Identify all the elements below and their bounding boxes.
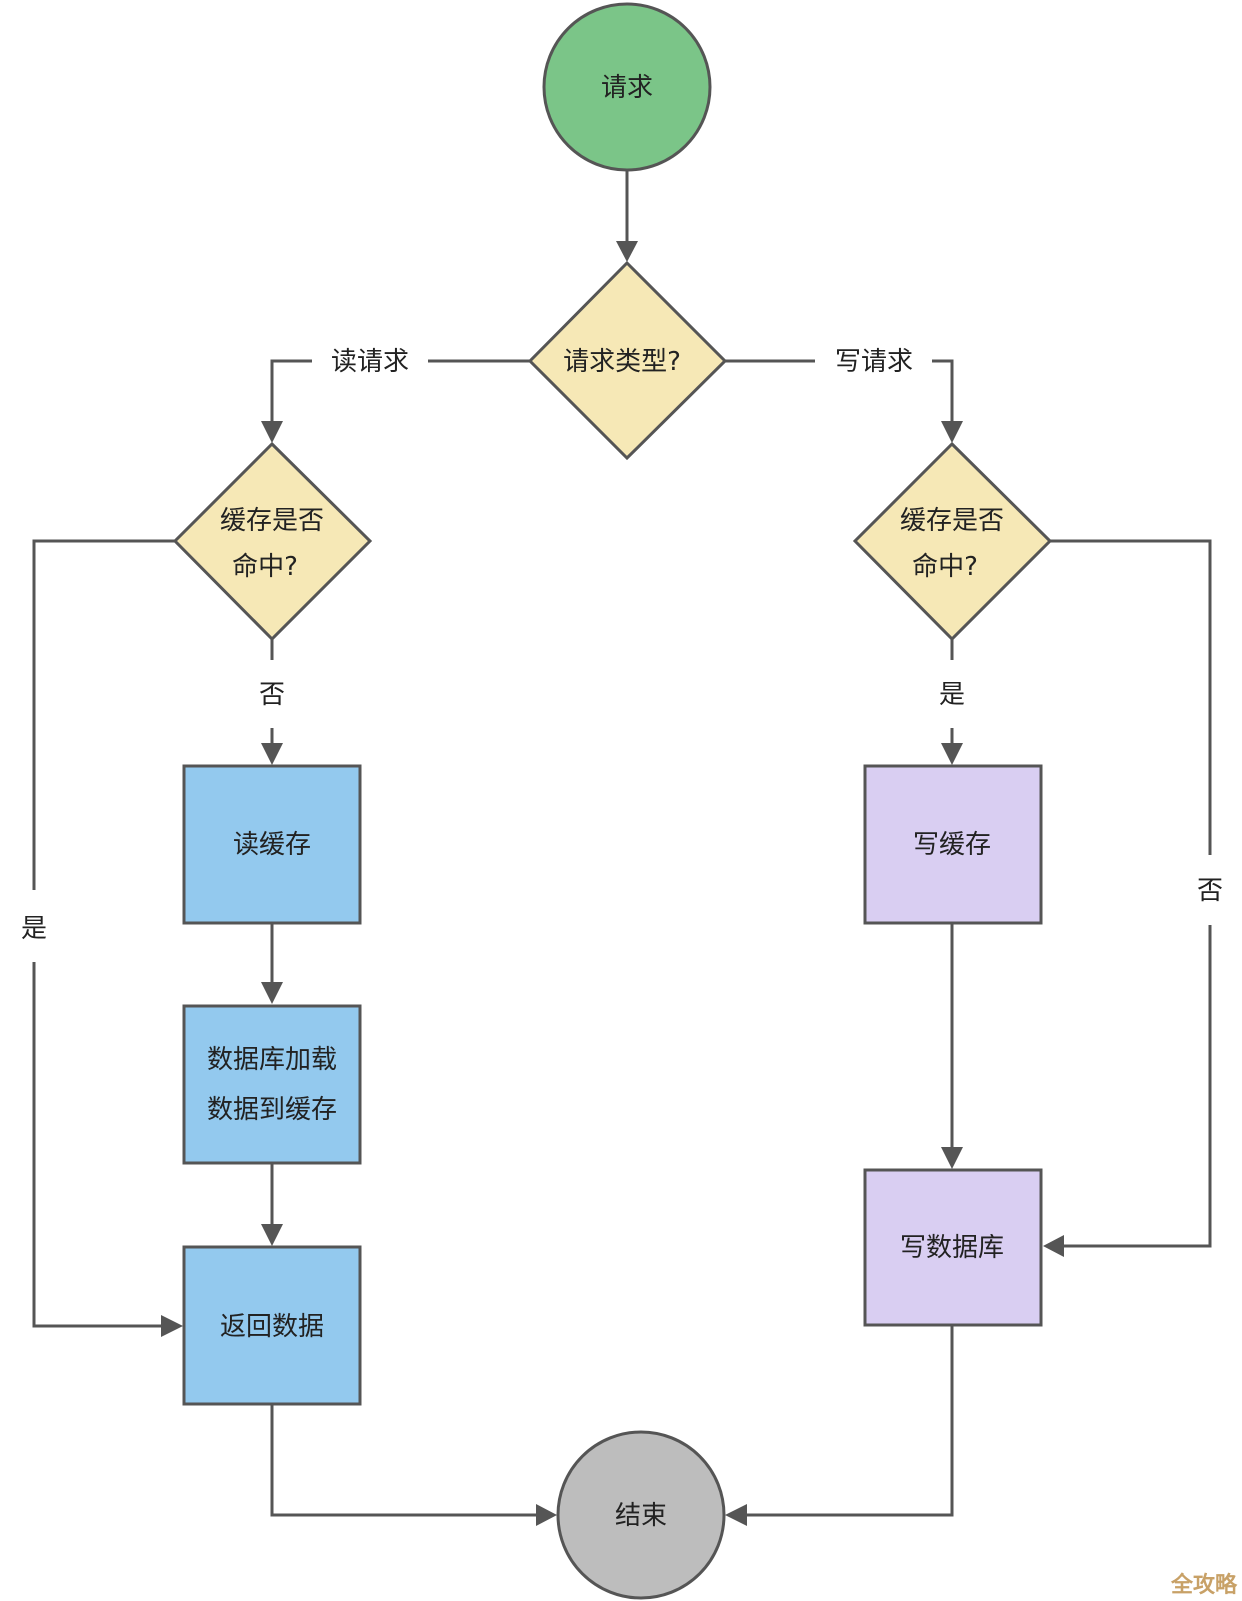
read-hit-label-line1: 缓存是否 bbox=[220, 506, 324, 536]
connectors bbox=[32, 168, 1212, 1526]
edge-read-yes-2 bbox=[32, 962, 166, 1328]
write-hit-diamond bbox=[852, 441, 1053, 642]
arrowhead bbox=[941, 743, 963, 765]
write-db-label: 写数据库 bbox=[900, 1233, 1004, 1263]
edge-writedb-to-end bbox=[745, 1324, 954, 1517]
edge-labels: 读请求 写请求 否 是 是 否 bbox=[21, 347, 1223, 944]
arrowhead bbox=[261, 1224, 283, 1246]
end-node: 结束 bbox=[556, 1430, 726, 1600]
return-data-box bbox=[182, 1245, 362, 1406]
arrowhead bbox=[536, 1504, 557, 1526]
edge-label-write-no: 否 bbox=[1197, 876, 1223, 906]
end-circle bbox=[556, 1430, 726, 1600]
arrowhead bbox=[616, 241, 638, 262]
arrowhead bbox=[725, 1504, 747, 1526]
edge-return-to-end bbox=[270, 1404, 538, 1517]
edge-label-read-yes: 是 bbox=[21, 914, 47, 944]
type-decision-diamond bbox=[527, 260, 728, 461]
edge-label-write-request: 写请求 bbox=[835, 347, 913, 377]
write-hit-decision-node: 缓存是否 命中? bbox=[852, 441, 1053, 642]
write-db-node: 写数据库 bbox=[863, 1168, 1043, 1327]
load-db-node: 数据库加载 数据到缓存 bbox=[182, 1004, 362, 1165]
load-db-box bbox=[182, 1004, 362, 1165]
arrowhead bbox=[941, 421, 963, 443]
start-circle bbox=[542, 2, 712, 172]
edge-write-request-2 bbox=[932, 359, 954, 428]
load-db-label-line1: 数据库加载 bbox=[207, 1045, 337, 1075]
edge-label-read-no: 否 bbox=[259, 680, 285, 710]
read-cache-label: 读缓存 bbox=[233, 830, 311, 860]
write-hit-label-line1: 缓存是否 bbox=[900, 506, 1004, 536]
edge-write-no-1 bbox=[1050, 539, 1212, 855]
type-decision-label: 请求类型? bbox=[563, 347, 681, 377]
load-db-label-line2: 数据到缓存 bbox=[207, 1095, 337, 1125]
write-cache-label: 写缓存 bbox=[913, 830, 991, 860]
start-node: 请求 bbox=[542, 2, 712, 172]
read-hit-decision-node: 缓存是否 命中? bbox=[172, 441, 373, 642]
write-hit-label-line2: 命中? bbox=[912, 552, 978, 582]
read-hit-label-line2: 命中? bbox=[232, 552, 298, 582]
read-cache-box bbox=[182, 764, 362, 925]
return-data-label: 返回数据 bbox=[220, 1312, 324, 1342]
edge-label-write-yes: 是 bbox=[939, 680, 965, 710]
arrowhead bbox=[1043, 1235, 1064, 1257]
return-data-node: 返回数据 bbox=[182, 1245, 362, 1406]
write-cache-node: 写缓存 bbox=[863, 764, 1043, 925]
read-hit-diamond bbox=[172, 441, 373, 642]
type-decision-node: 请求类型? bbox=[527, 260, 728, 461]
start-label: 请求 bbox=[601, 73, 653, 103]
arrowhead bbox=[161, 1315, 183, 1337]
edge-write-no-2 bbox=[1062, 925, 1212, 1248]
arrowhead bbox=[261, 421, 283, 443]
watermark-text: 全攻略 bbox=[1170, 1572, 1238, 1598]
write-cache-box bbox=[863, 764, 1043, 925]
arrowhead bbox=[941, 1147, 963, 1169]
edge-read-yes-1 bbox=[32, 539, 175, 890]
arrowhead bbox=[261, 743, 283, 765]
edge-read-request-2 bbox=[270, 359, 312, 428]
end-label: 结束 bbox=[615, 1501, 667, 1531]
edge-label-read-request: 读请求 bbox=[331, 347, 409, 377]
arrowhead bbox=[261, 982, 283, 1004]
read-cache-node: 读缓存 bbox=[182, 764, 362, 925]
write-db-box bbox=[863, 1168, 1043, 1327]
